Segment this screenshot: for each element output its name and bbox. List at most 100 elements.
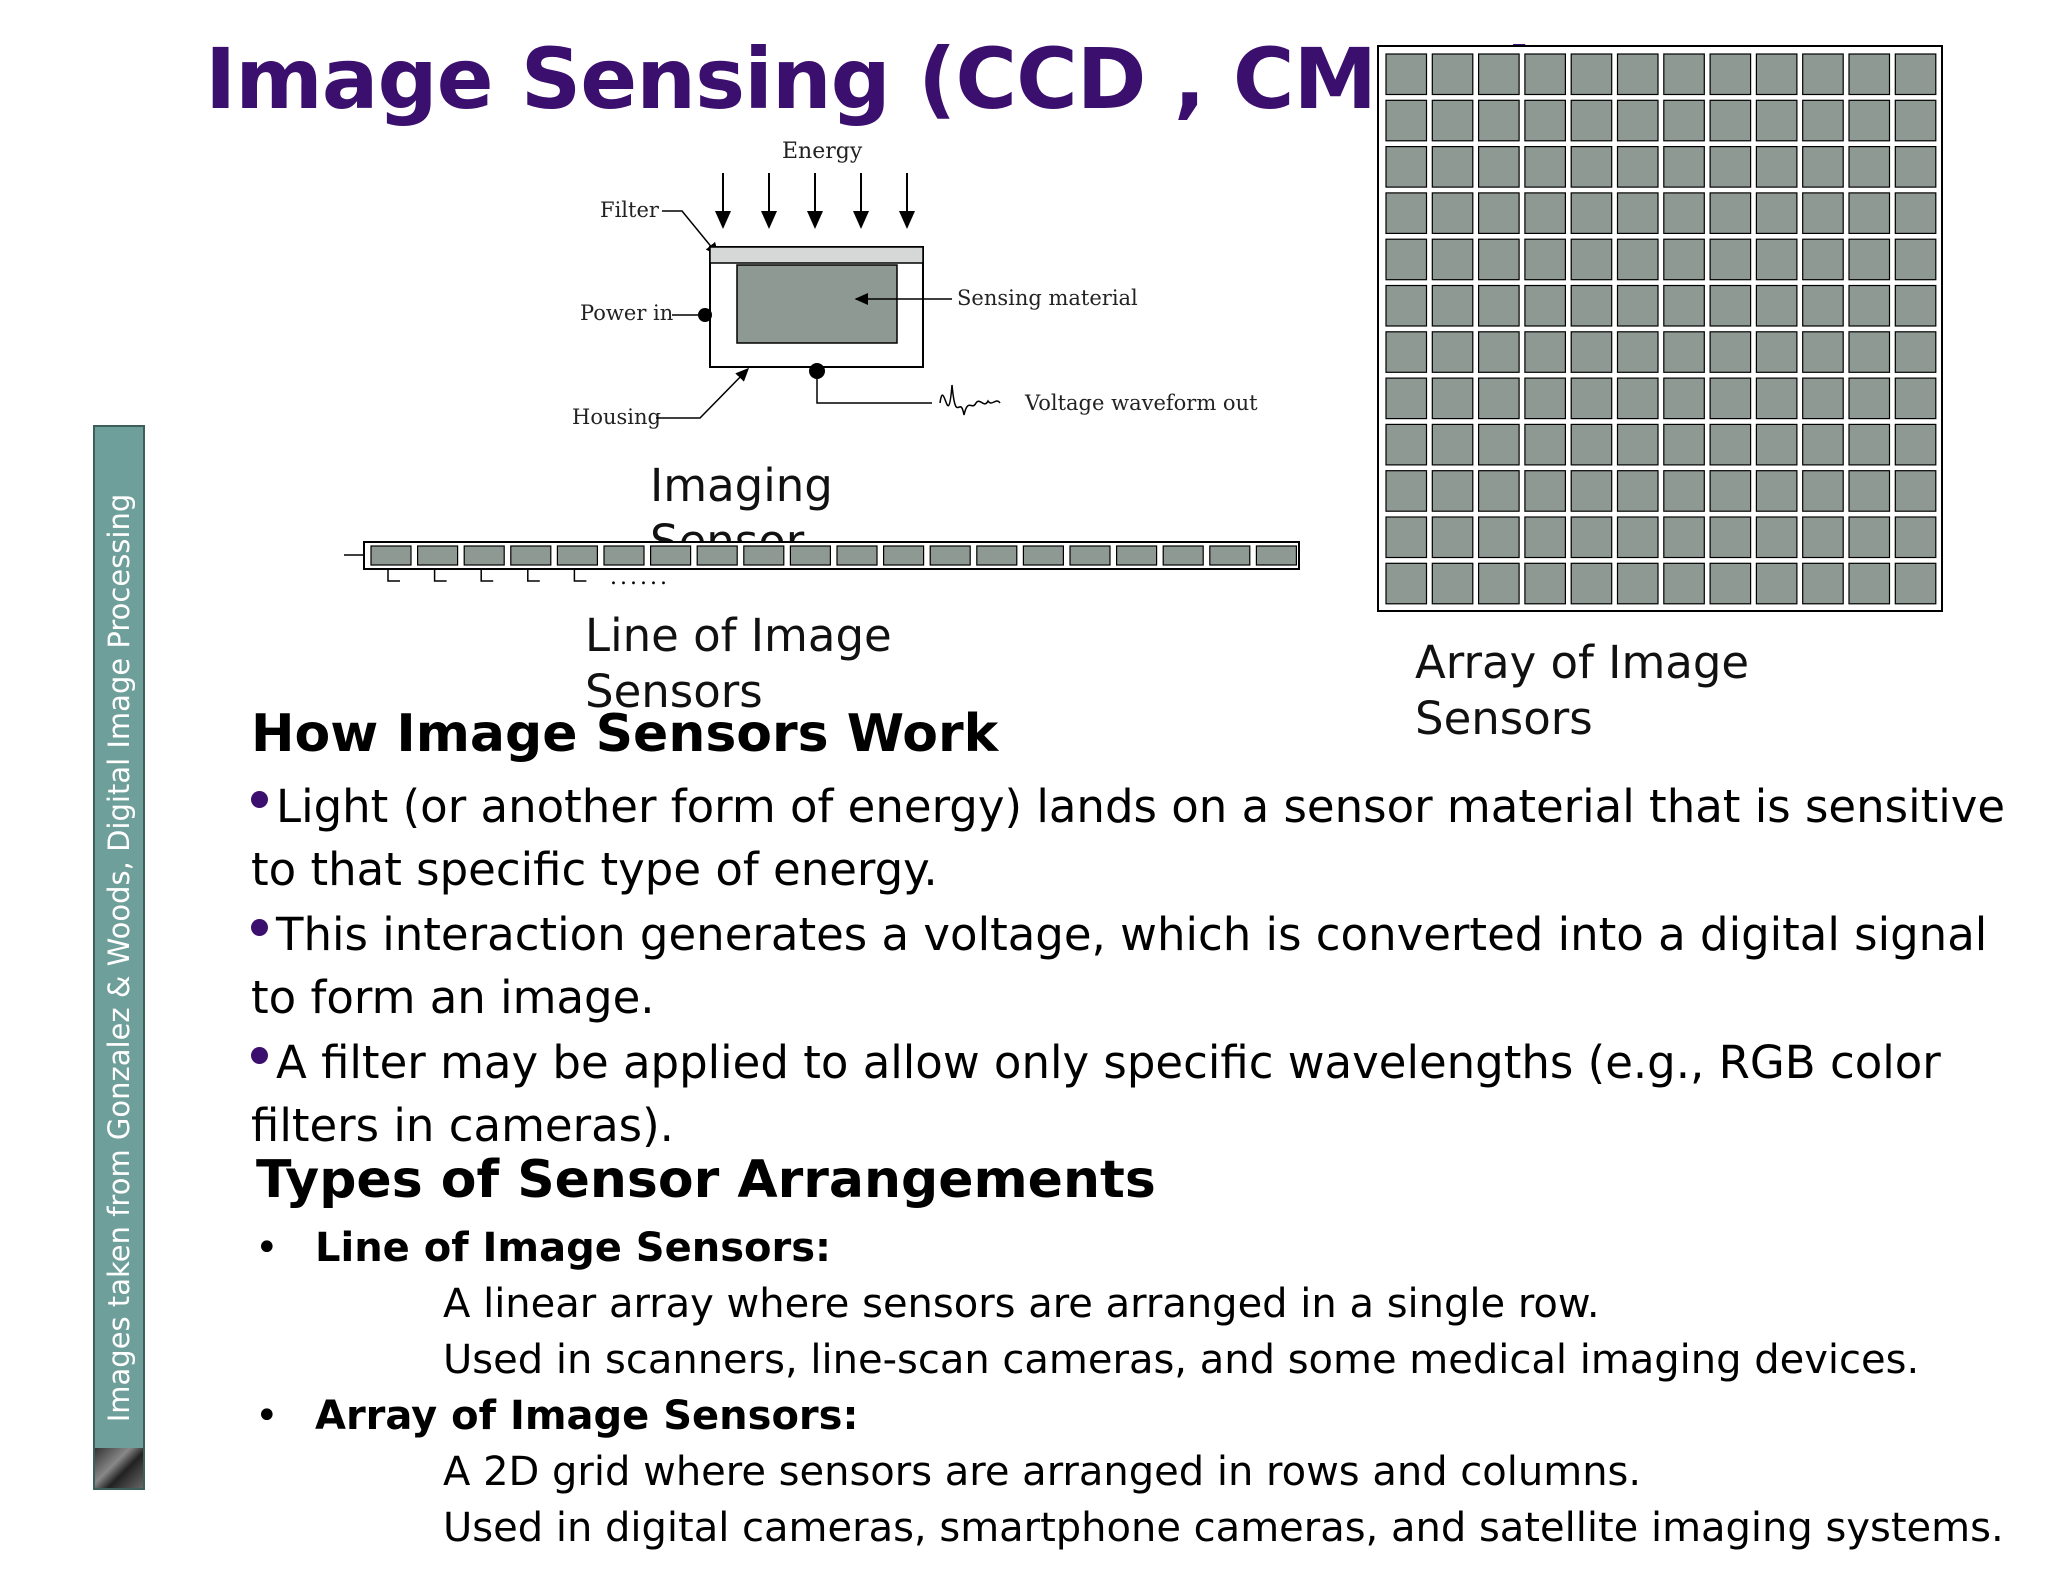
array-sensor-cell [1570,562,1613,605]
list-item: • Array of Image Sensors: [251,1388,2041,1444]
array-sensor-cell [1802,99,1844,142]
array-sensor-cell [1524,377,1566,420]
array-sensor-cell [1570,516,1613,559]
array-sensor-cell [1663,470,1705,512]
array-sensor-cell [1431,238,1474,281]
array-sensor-cell [1431,423,1474,466]
array-sensor-cell [1894,331,1937,373]
array-sensor-cell [1524,53,1566,96]
array-sensor-cell [1894,562,1937,605]
array-sensor-cell [1755,562,1798,605]
array-sensor-cell [1663,516,1705,559]
array-sensor-cell [1431,377,1474,420]
line-sensor-cell [882,545,925,566]
array-sensor-cell [1385,99,1428,142]
array-sensor-cell [1848,423,1891,466]
array-sensor-cell [1524,562,1566,605]
array-sensor-cell [1802,516,1844,559]
array-sensor-cell [1894,516,1937,559]
array-sensor-cell [1709,53,1752,96]
array-sensor-cell [1755,331,1798,373]
list-item: This interaction generates a voltage, wh… [251,908,1988,1024]
detail-line: Used in digital cameras, smartphone came… [443,1505,2004,1551]
array-sensor-cell [1894,423,1937,466]
array-sensor-cell [1431,99,1474,142]
array-sensor-cell [1477,192,1520,234]
array-sensor-cell [1755,284,1798,327]
array-sensor-cell [1802,145,1844,188]
array-sensor-cell [1385,284,1428,327]
sensor-lead [387,569,400,582]
line-sensor-strip: ...... [344,541,1300,590]
detail-line: A 2D grid where sensors are arranged in … [443,1449,1642,1495]
line-sensor-cell [1255,545,1298,566]
array-sensor-cell [1848,377,1891,420]
array-sensor-cell [1848,145,1891,188]
array-sensor-cell [1524,145,1566,188]
array-sensor-cell [1709,284,1752,327]
array-sensor-cell [1431,284,1474,327]
detail-line: Used in scanners, line-scan cameras, and… [443,1337,1920,1383]
array-sensor-cell [1616,145,1659,188]
array-sensor-cell [1477,53,1520,96]
array-sensor-cell [1709,238,1752,281]
array-sensor-cell [1431,192,1474,234]
array-sensor-cell [1385,331,1428,373]
array-sensor-cell [1385,562,1428,605]
line-sensor-cell [743,545,785,566]
line-sensor-cell [463,545,505,566]
line-sensor-cell [789,545,831,566]
array-sensor-cell [1755,238,1798,281]
thumbnail-image [95,1448,143,1488]
array-sensor-cell [1385,516,1428,559]
arrangements-list: • Line of Image Sensors: A linear array … [251,1220,2041,1556]
array-sensor-cell [1663,562,1705,605]
array-sensor-cell [1894,377,1937,420]
array-sensor-cell [1616,53,1659,96]
array-sensor-cell [1663,238,1705,281]
line-sensor-cell [1022,545,1065,566]
array-sensor-cell [1524,99,1566,142]
array-sensor-cell [1616,192,1659,234]
line-sensor-cell [416,545,459,566]
line-sensor-cell [370,545,412,566]
array-sensor-cell [1570,284,1613,327]
array-sensor-cell [1477,99,1520,142]
housing-label: Housing [572,405,661,429]
voltage-out-label: Voltage waveform out [1024,391,1258,415]
array-sensor-cell [1570,423,1613,466]
array-sensor-cell [1894,284,1937,327]
array-sensor-cell [1802,331,1844,373]
array-sensor-cell [1616,284,1659,327]
array-sensor-cell [1616,377,1659,420]
bullet-icon [251,1047,268,1064]
bullet-icon: • [255,1393,279,1439]
sensing-material [736,264,898,344]
array-sensor-cell [1894,53,1937,96]
arrangements-heading: Types of Sensor Arrangements [256,1150,1156,1210]
how-it-works-heading: How Image Sensors Work [251,704,999,764]
array-sensor-cell [1848,562,1891,605]
list-item: Light (or another form of energy) lands … [251,780,2006,896]
array-sensor-cell [1616,99,1659,142]
array-sensor-cell [1524,284,1566,327]
array-sensor-cell [1663,99,1705,142]
array-sensor-cell [1431,516,1474,559]
array-sensor-cell [1755,423,1798,466]
array-sensors-caption: Array of Image Sensors [1415,636,1750,745]
array-sensor-cell [1663,192,1705,234]
sensor-lead [573,569,587,582]
array-sensor-cell [1848,470,1891,512]
line-sensors-caption: Line of Image Sensors [585,609,892,718]
line-sensor-cell [1069,545,1111,566]
side-banner: Images taken from Gonzalez & Woods, Digi… [93,425,145,1490]
array-sensor-cell [1385,423,1428,466]
array-sensor-cell [1570,145,1613,188]
array-sensor-cell [1709,562,1752,605]
array-sensor-cell [1524,331,1566,373]
array-sensor-cell [1477,145,1520,188]
sensor-lead [527,569,540,582]
array-sensor-cell [1755,516,1798,559]
line-sensor-cell [929,545,971,566]
array-sensor-cell [1431,53,1474,96]
